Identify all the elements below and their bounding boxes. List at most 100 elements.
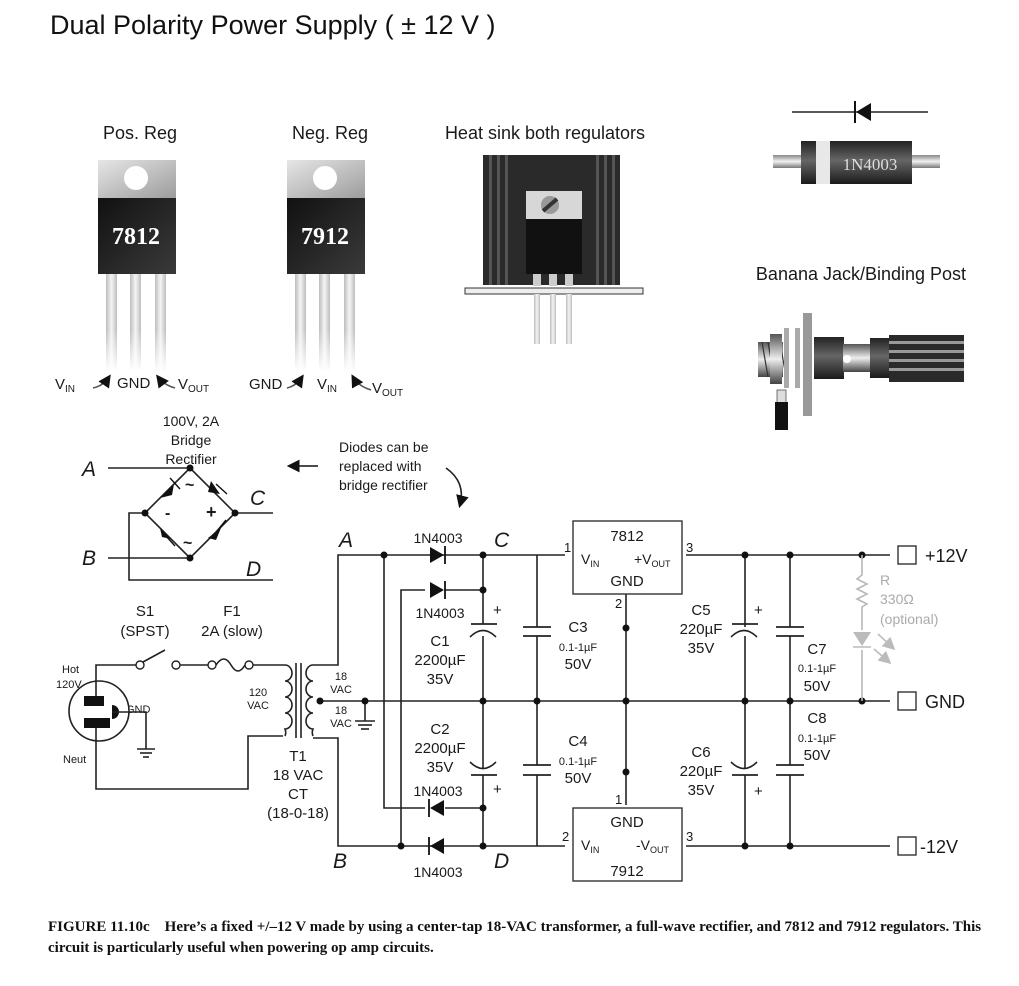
svg-text:replaced with: replaced with <box>339 458 422 474</box>
svg-text:35V: 35V <box>427 671 454 688</box>
svg-text:0.1-1µF: 0.1-1µF <box>559 756 597 768</box>
node-a-label: A <box>337 529 353 552</box>
pos-reg-heading: Pos. Reg <box>103 123 177 143</box>
terminal-pos-12v[interactable] <box>897 545 917 565</box>
svg-text:50V: 50V <box>565 770 592 787</box>
svg-text:2: 2 <box>562 829 569 844</box>
u2-vin: VIN <box>581 837 599 855</box>
neg-reg-label-vout: VOUT <box>372 380 403 399</box>
figure-caption-text: Here’s a fixed +/–12 V made by using a c… <box>48 919 982 956</box>
page-title: Dual Polarity Power Supply ( ± 12 V ) <box>50 10 496 40</box>
diode-d3-icon <box>428 799 444 817</box>
plug-neut-label: Neut <box>63 754 86 766</box>
svg-text:18: 18 <box>335 705 347 717</box>
svg-text:0.1-1µF: 0.1-1µF <box>798 733 836 745</box>
svg-text:50V: 50V <box>804 747 831 764</box>
svg-text:35V: 35V <box>688 782 715 799</box>
capacitor-c5: + C5 220µF 35V <box>680 602 763 657</box>
svg-text:2: 2 <box>615 596 622 611</box>
pos-reg-vin-pointer <box>92 374 111 389</box>
node-c-label: C <box>494 529 510 552</box>
led-resistor-name: R <box>880 572 890 588</box>
figure-number: FIGURE 11.10c <box>48 919 150 935</box>
svg-text:bridge rectifier: bridge rectifier <box>339 477 428 493</box>
svg-text:18 VAC: 18 VAC <box>273 767 324 784</box>
svg-text:50V: 50V <box>565 656 592 673</box>
diode-cathode-band <box>816 141 830 184</box>
pos-reg-label-gnd: GND <box>117 375 151 392</box>
capacitor-c6: + C6 220µF 35V <box>680 744 763 800</box>
fuse-icon <box>207 660 217 670</box>
svg-text:C1: C1 <box>430 633 449 650</box>
pos-regulator-illustration: Pos. Reg 7812 VIN GND VOUT <box>55 123 209 395</box>
svg-text:3: 3 <box>686 829 693 844</box>
svg-text:VAC: VAC <box>330 684 352 696</box>
plug-gnd-label: GND <box>126 704 151 716</box>
pos-reg-label-vin: VIN <box>55 376 75 395</box>
fuse-name: F1 <box>223 603 241 620</box>
neg-reg-label-vin: VIN <box>317 376 337 395</box>
terminal-gnd-label: GND <box>925 692 965 712</box>
neg-reg-mount-hole <box>313 166 337 190</box>
svg-text:120V: 120V <box>56 679 82 691</box>
bridge-node-d: D <box>246 558 261 581</box>
svg-text:VAC: VAC <box>330 718 352 730</box>
ac-input-section: Hot 120V Neut GND S1 (SPST) F1 2A (slow) <box>56 603 285 790</box>
svg-text:(18-0-18): (18-0-18) <box>267 805 329 822</box>
capacitor-c1: + C1 2200µF 35V <box>414 602 502 688</box>
led-icon <box>853 632 896 665</box>
svg-text:Diodes can be: Diodes can be <box>339 439 429 455</box>
svg-text:2200µF: 2200µF <box>414 740 465 757</box>
neg-reg-part-number: 7912 <box>301 224 349 250</box>
svg-text:Rectifier: Rectifier <box>165 451 217 467</box>
bridge-ac-top: ~ <box>185 477 194 494</box>
bridge-rectifier: 100V, 2A Bridge Rectifier A B C D ~ ~ - … <box>80 413 318 581</box>
diode-d2-icon <box>430 581 446 599</box>
svg-text:VAC: VAC <box>247 700 269 712</box>
svg-text:220µF: 220µF <box>680 621 723 638</box>
output-terminals: +12V GND -12V <box>897 545 968 857</box>
neg-reg-label-gnd: GND <box>249 376 283 393</box>
svg-text:C2: C2 <box>430 721 449 738</box>
svg-text:Bridge: Bridge <box>171 432 212 448</box>
svg-text:3: 3 <box>686 540 693 555</box>
banana-jack-illustration: Banana Jack/Binding Post <box>756 264 966 430</box>
svg-text:+: + <box>493 602 502 619</box>
bridge-minus: - <box>165 505 170 522</box>
ac-plug-icon <box>68 680 130 742</box>
svg-text:C5: C5 <box>691 602 710 619</box>
svg-text:1: 1 <box>615 792 622 807</box>
led-note: (optional) <box>880 611 938 627</box>
node-d-label: D <box>494 850 509 873</box>
regulator-7812: 7812 VIN +VOUT GND 1 2 3 <box>564 520 693 611</box>
bridge-node-a: A <box>80 458 96 481</box>
pos-reg-pin-vin <box>106 274 117 370</box>
d1-label: 1N4003 <box>413 530 462 546</box>
svg-text:CT: CT <box>288 786 308 803</box>
terminal-gnd[interactable] <box>897 691 917 711</box>
pos-reg-part-number: 7812 <box>112 224 160 250</box>
bridge-plus: + <box>206 502 217 522</box>
terminal-neg-12v[interactable] <box>897 836 917 856</box>
regulator-7912: GND VIN -VOUT 7912 1 2 3 <box>562 792 693 882</box>
u1-gnd: GND <box>610 573 644 590</box>
svg-text:0.1-1µF: 0.1-1µF <box>798 663 836 675</box>
capacitor-c2: + C2 2200µF 35V <box>414 721 502 798</box>
svg-text:35V: 35V <box>427 759 454 776</box>
capacitor-c7: C7 0.1-1µF 50V <box>776 626 836 695</box>
pos-reg-mount-hole <box>124 166 148 190</box>
u1-vin: VIN <box>581 551 599 569</box>
svg-text:C4: C4 <box>568 733 587 750</box>
capacitor-c4: C4 0.1-1µF 50V <box>523 733 597 787</box>
u1-part: 7812 <box>610 528 643 545</box>
heat-sink-heading: Heat sink both regulators <box>445 123 645 143</box>
svg-text:1: 1 <box>564 540 571 555</box>
neg-reg-heading: Neg. Reg <box>292 123 368 143</box>
resistor-icon <box>855 555 869 701</box>
primary-winding-icon <box>283 664 293 737</box>
optional-led-indicator: R 330Ω (optional) <box>853 555 938 701</box>
bridge-rating: 100V, 2A <box>163 413 220 429</box>
diode-part-number: 1N4003 <box>843 155 898 174</box>
pos-reg-body <box>98 198 176 274</box>
figure-caption: FIGURE 11.10c Here’s a fixed +/–12 V mad… <box>48 917 998 959</box>
